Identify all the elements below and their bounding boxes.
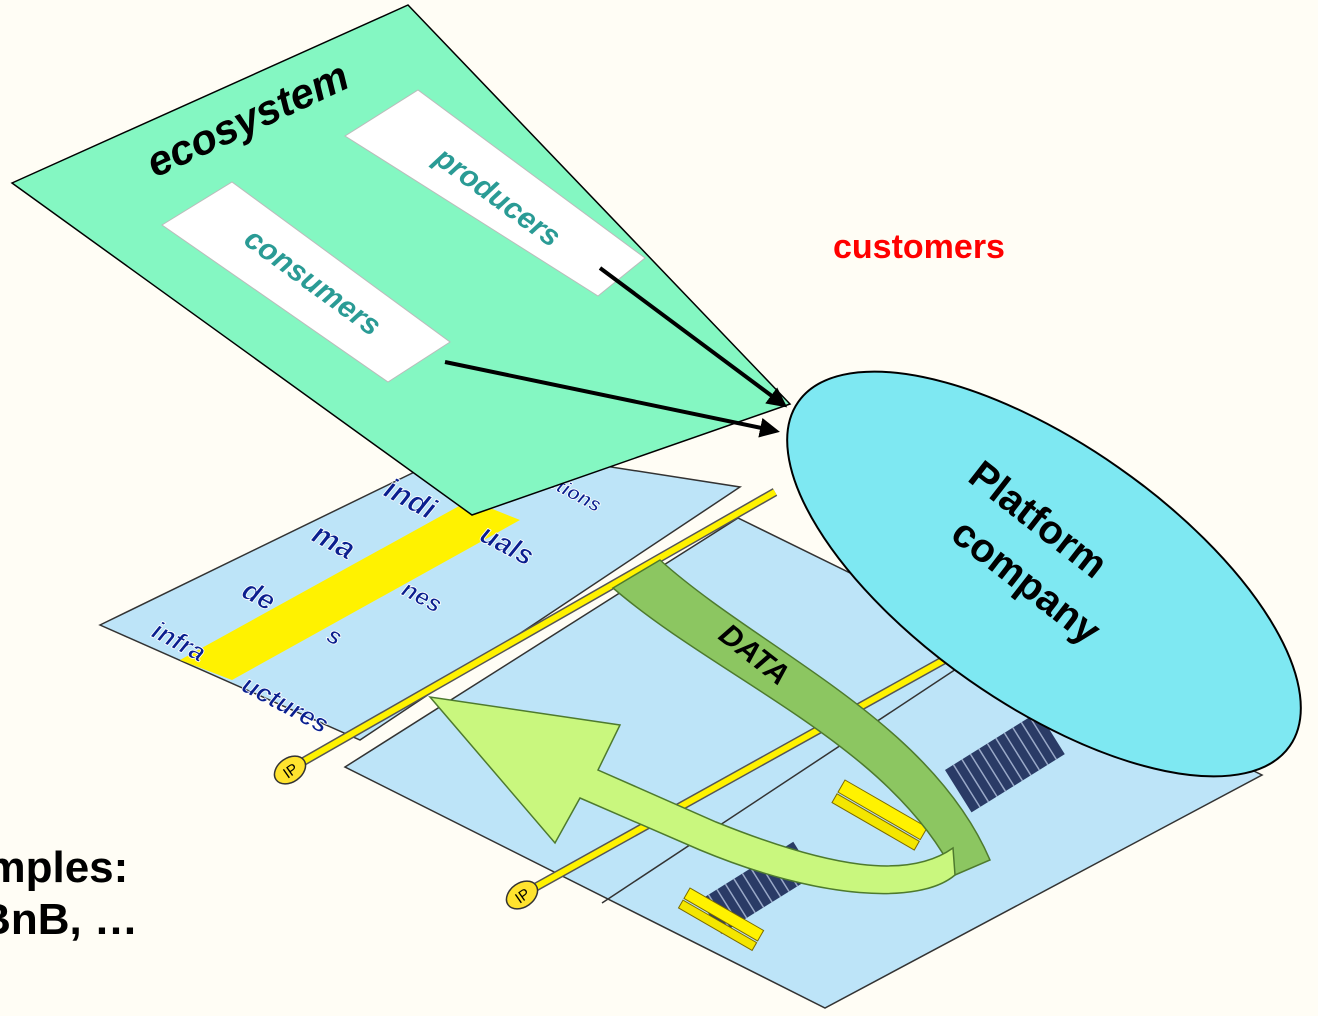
examples-text: amples: rBnB, …	[0, 842, 138, 946]
lower-layer-divider	[601, 639, 1001, 904]
ecosystem-sheet: ecosystem producers consumers	[10, 4, 792, 516]
consumers-card: consumers	[161, 181, 451, 383]
ip-pipeline-upper	[289, 488, 778, 772]
data-flow-band	[611, 559, 991, 876]
yellow-highlight-band	[180, 500, 520, 680]
customers-label: customers	[833, 228, 1005, 266]
device-cluster-right-yellow	[831, 779, 928, 851]
ip-token-lower: IP	[505, 880, 539, 910]
return-arrow	[428, 695, 956, 895]
consumers-to-platform-arrow	[444, 360, 780, 438]
examples-line1: amples:	[0, 843, 129, 892]
infrastructure-layer-lower	[343, 517, 1264, 1009]
infrastructure-layer-upper	[98, 444, 743, 741]
device-cluster-right	[945, 711, 1065, 813]
platform-company: Platform company	[786, 370, 1302, 778]
ip-token-upper: IP	[273, 755, 307, 785]
producers-to-platform-arrow	[598, 266, 788, 408]
examples-line2: rBnB, …	[0, 895, 138, 944]
ip-pipeline-lower	[522, 636, 983, 897]
device-cluster-left-yellow	[677, 887, 765, 952]
